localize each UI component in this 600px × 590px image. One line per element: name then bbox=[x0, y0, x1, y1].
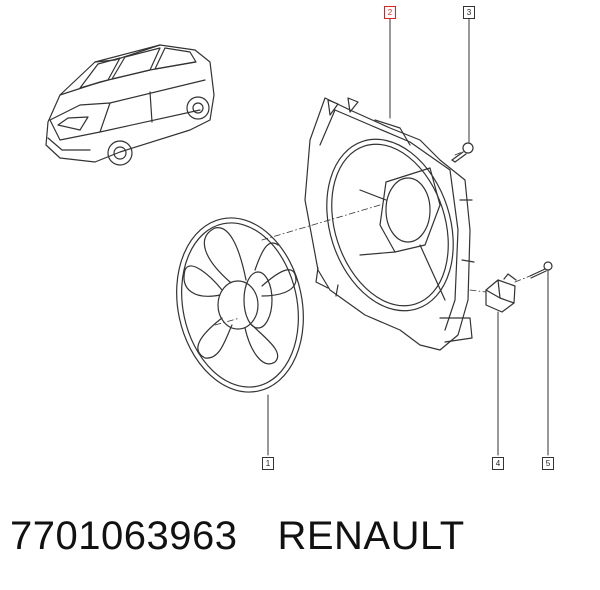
fan-shroud-part-2 bbox=[304, 97, 475, 351]
leader-lines bbox=[267, 17, 549, 456]
part-caption: 7701063963 RENAULT bbox=[10, 514, 465, 559]
car-illustration bbox=[45, 44, 215, 166]
bolt-part-3 bbox=[451, 142, 474, 163]
part-number: 7701063963 bbox=[10, 514, 238, 558]
exploded-parts-diagram bbox=[45, 17, 553, 456]
resistor-part-4 bbox=[485, 273, 517, 313]
callout-3: 3 bbox=[463, 6, 475, 19]
callout-4: 4 bbox=[492, 457, 504, 470]
callout-1: 1 bbox=[262, 457, 274, 470]
screw-part-5 bbox=[529, 261, 553, 279]
fan-part-1 bbox=[176, 217, 304, 393]
brand-name: RENAULT bbox=[277, 514, 465, 558]
callout-2: 2 bbox=[384, 6, 396, 19]
assembly-axes bbox=[214, 151, 531, 326]
callout-5: 5 bbox=[542, 457, 554, 470]
